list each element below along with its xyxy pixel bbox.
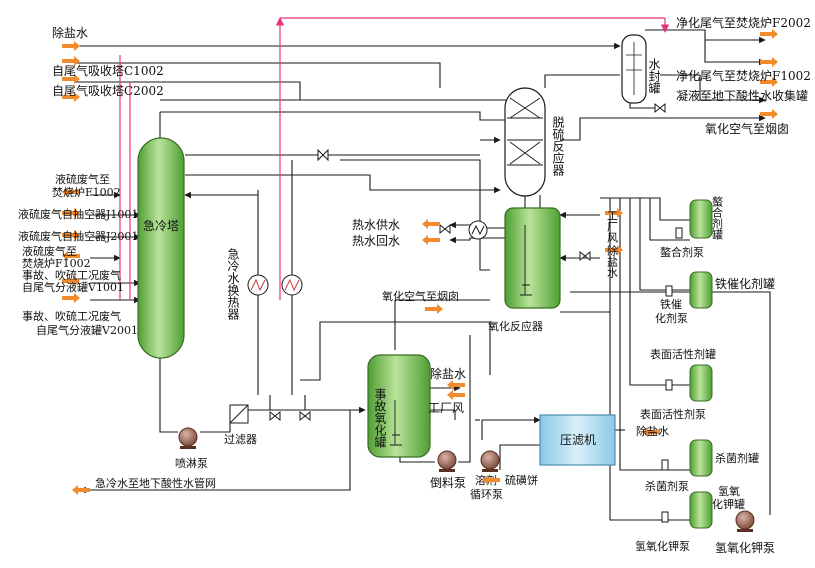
filter-unit[interactable] <box>229 404 249 424</box>
chelating-tank[interactable] <box>689 199 713 239</box>
label-condensate-to-acid: 凝液至地下酸性水收集罐 <box>676 88 808 103</box>
label-accident-v2001-a: 事故、吹硫工况废气 <box>22 309 121 323</box>
label-ls-gas-f1002b-b: 焚烧炉F1002 <box>22 257 91 270</box>
label-clean-tail-gas-f1002: 净化尾气至焚烧炉F1002 <box>676 68 811 83</box>
biocide-pump-label: 杀菌剂泵 <box>645 479 689 493</box>
quench-exchanger-2[interactable] <box>281 274 303 296</box>
pink-tail-gas-lines <box>119 17 670 300</box>
biocide-tank[interactable] <box>689 439 713 477</box>
label-accident-v1001-a: 事故、吹硫工况废气 <box>22 268 121 282</box>
label-desalted-water-right: 除盐水 <box>606 244 619 278</box>
orange-arrows <box>62 29 778 495</box>
water-seal-tank[interactable] <box>621 34 647 104</box>
filter-label: 过滤器 <box>224 433 257 446</box>
koh-pump-right-label: 氢氧化钾泵 <box>715 540 775 555</box>
label-ls-gas-f1002-a: 液硫废气至 <box>55 172 110 186</box>
transfer-pump-label: 倒料泵 <box>430 476 466 490</box>
koh-pump-left-marker[interactable] <box>661 511 669 523</box>
quench-tower-text: 急冷塔 <box>143 218 179 233</box>
label-desalted-water-bottom: 除盐水 <box>636 424 669 438</box>
label-tail-gas-c2002: 自尾气吸收塔C2002 <box>52 83 164 98</box>
label-accident-v1001-b: 自尾气分液罐V1001 <box>22 280 124 294</box>
label-plant-air-top: 工厂风 <box>606 210 619 243</box>
label-hot-water-supply: 热水供水 <box>352 218 400 232</box>
oxidation-reactor[interactable] <box>504 207 561 309</box>
label-accident-v2001-b: 自尾气分液罐V2001 <box>36 323 138 337</box>
surfactant-pump[interactable] <box>665 379 673 391</box>
koh-pump-left-label: 氢氧化钾泵 <box>635 539 690 553</box>
label-clean-tail-gas-f2002: 净化尾气至焚烧炉F2002 <box>676 15 811 30</box>
label-oxidized-air-mid: 氧化空气至烟囱 <box>382 289 459 303</box>
surfactant-tank[interactable] <box>689 364 713 402</box>
label-ls-ejector-j2001: 液硫废气自抽空器J2001 <box>18 229 138 243</box>
label-oxidized-air-right: 氧化空气至烟囱 <box>705 121 789 136</box>
valves[interactable] <box>269 102 666 422</box>
dissolve-circulation-pump[interactable] <box>480 450 500 472</box>
label-tail-gas-c1002: 自尾气吸收塔C1002 <box>52 63 164 78</box>
label-sulfur-cake: 硫磺饼 <box>505 473 538 487</box>
surfactant-tank-label: 表面活性剂罐 <box>650 347 716 361</box>
hot-water-exchanger[interactable] <box>468 220 488 240</box>
transfer-pump[interactable] <box>437 450 457 472</box>
accident-oxidation-tank-label: 事故氧化罐 <box>373 388 387 449</box>
quench-tower-label: 急冷塔 <box>143 218 179 233</box>
spray-pump[interactable] <box>178 427 198 449</box>
koh-tank-label-b: 化钾罐 <box>712 497 745 511</box>
iron-catalyst-tank-label: 铁催化剂罐 <box>715 276 775 291</box>
water-seal-tank-label: 水封罐 <box>647 58 661 95</box>
desulfurization-reactor[interactable] <box>504 87 546 197</box>
desulfurization-reactor-label: 脱硫反应器 <box>551 115 565 177</box>
iron-catalyst-pump[interactable] <box>665 285 673 297</box>
surfactant-pump-label: 表面活性剂泵 <box>640 407 706 421</box>
label-ls-gas-f1002-b: 焚烧炉F1002 <box>52 186 121 199</box>
quench-tower[interactable] <box>137 137 185 359</box>
label-ls-ejector-j1001: 液硫废气自抽空器J1001 <box>18 207 138 221</box>
spray-pump-label: 喷淋泵 <box>175 457 208 470</box>
iron-catalyst-pump-label-a: 铁催 <box>660 297 682 311</box>
koh-tank-label-a: 氢氧 <box>718 484 740 498</box>
label-desalted-water-top: 除盐水 <box>52 25 88 40</box>
quench-exchanger-label: 急冷水换热器 <box>226 247 240 321</box>
label-desalted-water-mid: 除盐水 <box>430 366 466 381</box>
dissolve-pump-label-b: 循环泵 <box>470 488 503 501</box>
quench-exchanger-1[interactable] <box>247 274 269 296</box>
koh-pump-right[interactable] <box>735 510 755 532</box>
iron-catalyst-pump-label-b: 化剂泵 <box>655 311 688 325</box>
biocide-tank-label: 杀菌剂罐 <box>715 451 759 465</box>
accident-oxidation-tank[interactable] <box>367 354 431 458</box>
iron-catalyst-tank[interactable] <box>689 271 713 309</box>
biocide-pump[interactable] <box>661 459 669 471</box>
chelating-tank-label: 螯合剂罐 <box>711 195 724 241</box>
label-hot-water-return: 热水回水 <box>352 234 400 248</box>
filter-press[interactable] <box>539 414 616 466</box>
label-quench-water-to-acid: 急冷水至地下酸性水管网 <box>95 476 216 490</box>
oxidation-reactor-label: 氧化反应器 <box>488 319 543 333</box>
label-plant-air-mid: 工厂风 <box>428 401 464 415</box>
koh-tank[interactable] <box>689 491 713 529</box>
diagram-labels: 除盐水 自尾气吸收塔C1002 自尾气吸收塔C2002 液硫废气至 焚烧炉F10… <box>18 15 811 490</box>
label-ls-gas-f1002b-a: 液硫废气至 <box>22 244 77 258</box>
filter-press-label: 压滤机 <box>560 433 596 447</box>
chelating-pump-label: 螯合剂泵 <box>660 245 704 259</box>
chelating-pump[interactable] <box>675 227 683 239</box>
